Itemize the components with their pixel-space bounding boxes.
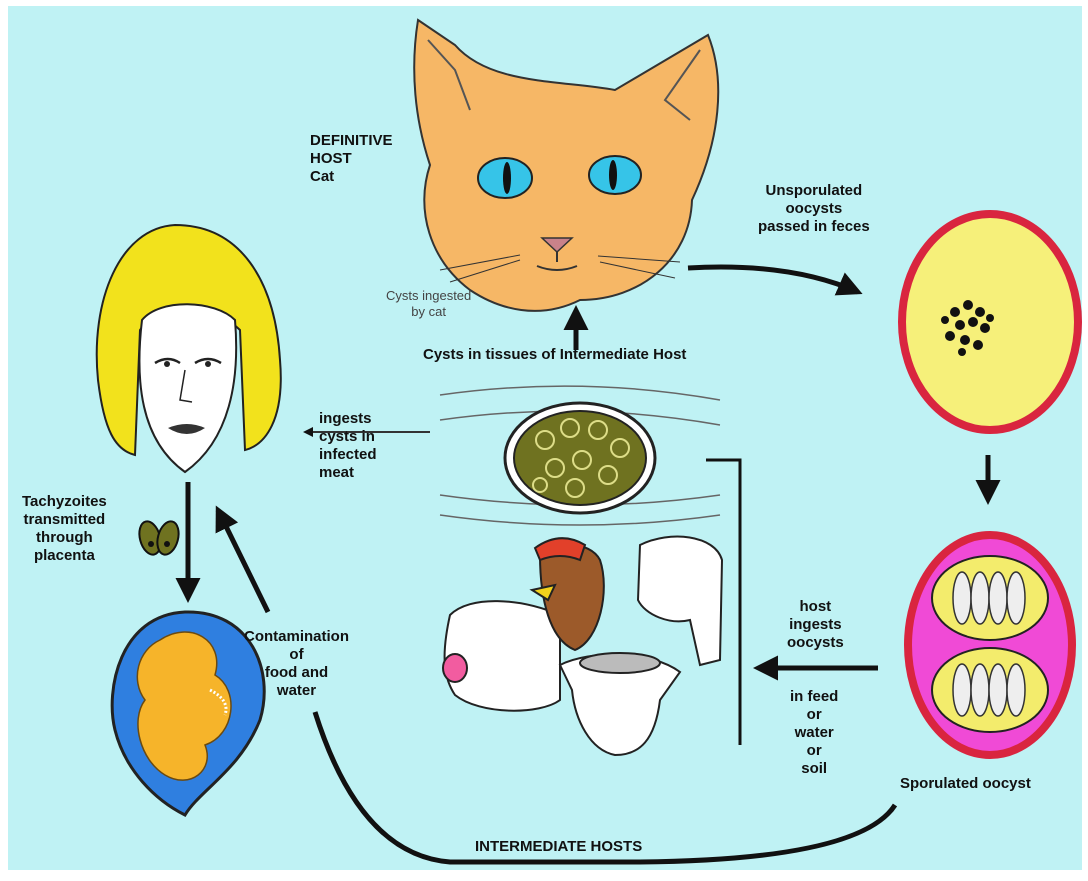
label-cysts-in-tissues: Cysts in tissues of Intermediate Host xyxy=(423,346,686,364)
cat-eye-right-pupil xyxy=(609,160,617,190)
sheep-wool xyxy=(580,653,660,673)
label-host-ingests-oocysts: host ingests oocysts xyxy=(787,598,844,652)
label-cysts-ingested-by-cat: Cysts ingested by cat xyxy=(386,288,471,320)
label-ingests-cysts: ingests cysts in infected meat xyxy=(319,410,377,482)
label-tachyzoites: Tachyzoites transmitted through placenta xyxy=(22,493,107,565)
sporulated-oocyst-illustration xyxy=(908,535,1072,755)
unsporulated-oocyst-illustration xyxy=(902,214,1078,430)
label-definitive-host: DEFINITIVE HOST Cat xyxy=(310,132,393,186)
pig-snout xyxy=(443,654,467,682)
woman-pupil-right xyxy=(205,361,211,367)
label-contamination: Contamination of food and water xyxy=(244,628,349,700)
woman-pupil-left xyxy=(164,361,170,367)
cat-eye-left-pupil xyxy=(503,162,511,194)
label-sporulated-oocyst: Sporulated oocyst xyxy=(900,775,1031,793)
label-unsporulated-oocysts: Unsporulated oocysts passed in feces xyxy=(758,182,870,236)
tissue-cyst xyxy=(514,411,646,505)
label-in-feed-or-water: in feed or water or soil xyxy=(790,688,838,778)
label-intermediate-hosts: INTERMEDIATE HOSTS xyxy=(475,838,642,856)
